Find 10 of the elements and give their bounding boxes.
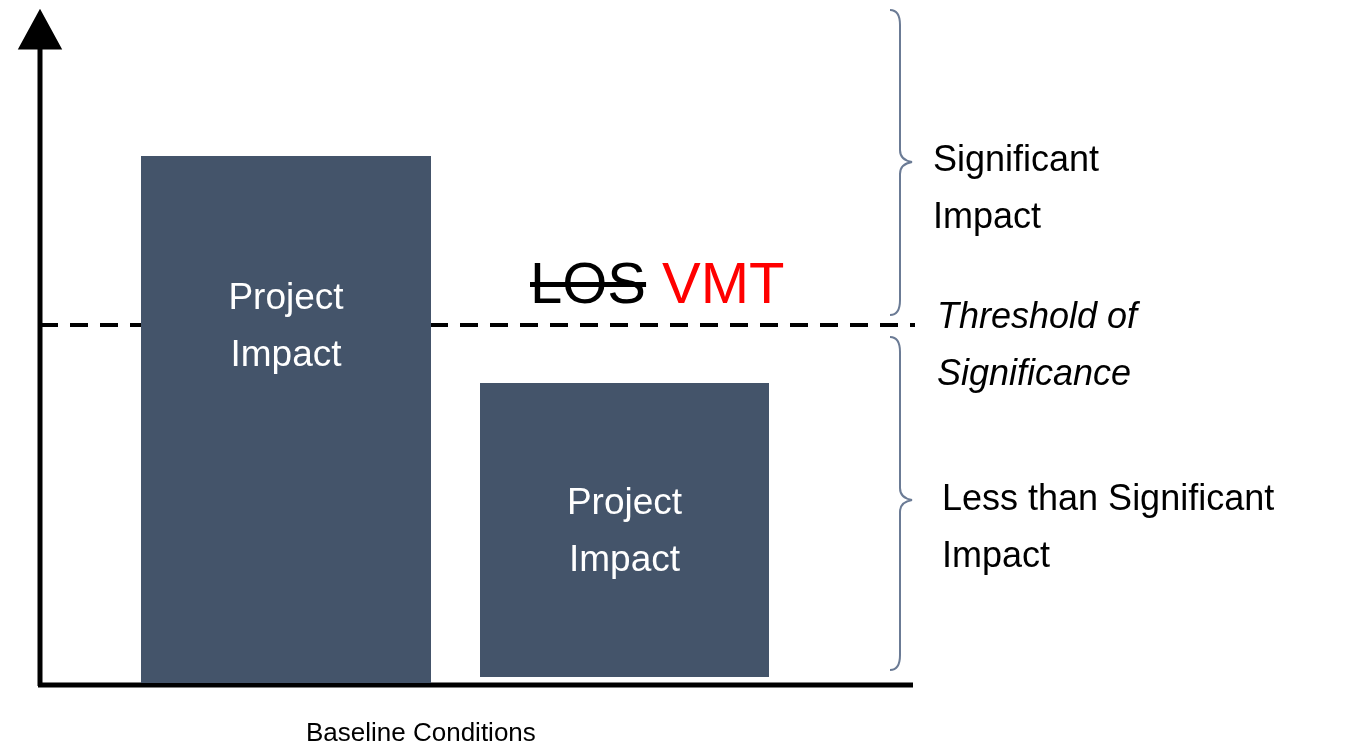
bar (480, 383, 769, 677)
bar-label: Project Impact (565, 480, 684, 581)
impact-label: Less than Significant Impact (942, 476, 1276, 577)
metric-label: LOS (530, 249, 647, 317)
bar-label: Project Impact (227, 274, 345, 376)
metric-label: VMT (662, 249, 785, 317)
bar (141, 156, 431, 683)
axis-label: Baseline Conditions (306, 716, 536, 749)
threshold-label: Threshold of Significance (937, 294, 1141, 395)
impact-label: Significant Impact (933, 137, 1101, 238)
